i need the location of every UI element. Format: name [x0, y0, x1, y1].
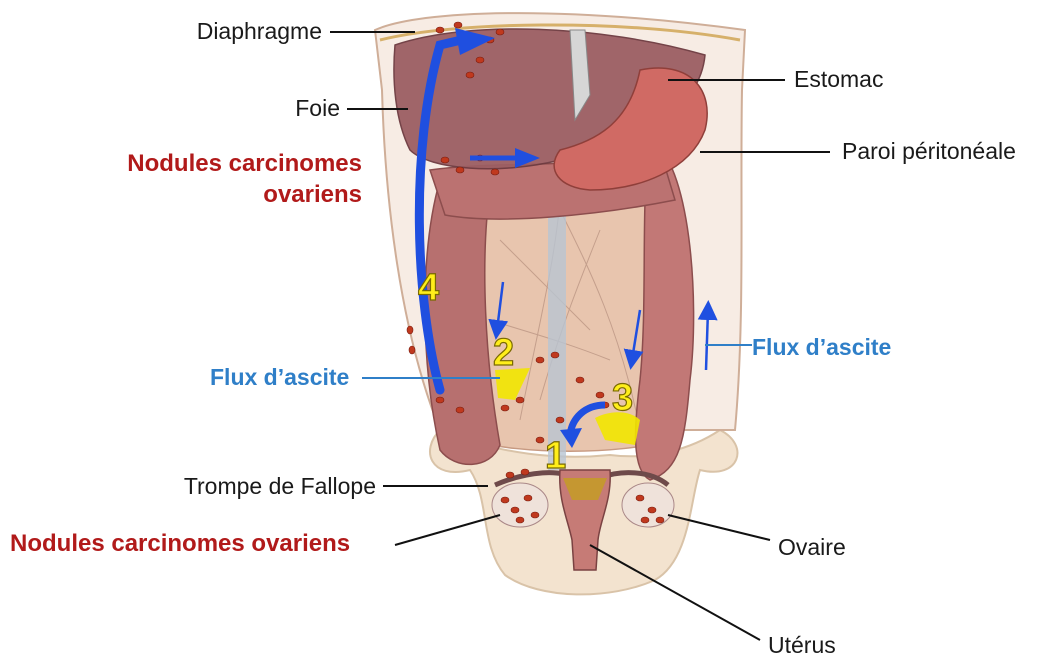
- label-uterus: Utérus: [768, 634, 836, 657]
- marker-2: 2: [493, 332, 514, 374]
- leader-nodules-bottom: [395, 515, 500, 545]
- label-nodules-top-line1: Nodules carcinomes: [90, 148, 362, 179]
- label-trompe-de-fallope: Trompe de Fallope: [100, 475, 376, 498]
- label-nodules-bottom: Nodules carcinomes ovariens: [10, 532, 350, 556]
- label-nodules-top: Nodules carcinomes ovariens: [90, 148, 362, 210]
- label-foie: Foie: [240, 97, 340, 120]
- label-paroi-peritoneale: Paroi péritonéale: [842, 140, 1016, 163]
- label-nodules-top-line2: ovariens: [90, 179, 362, 210]
- label-diaphragme: Diaphragme: [150, 20, 322, 43]
- label-flux-ascite-right: Flux d’ascite: [752, 336, 891, 359]
- label-flux-ascite-left: Flux d’ascite: [210, 366, 349, 389]
- label-estomac: Estomac: [794, 68, 883, 91]
- aorta: [548, 180, 566, 470]
- marker-4: 4: [418, 267, 439, 309]
- marker-1: 1: [545, 435, 566, 477]
- label-ovaire: Ovaire: [778, 536, 846, 559]
- marker-3: 3: [612, 377, 633, 419]
